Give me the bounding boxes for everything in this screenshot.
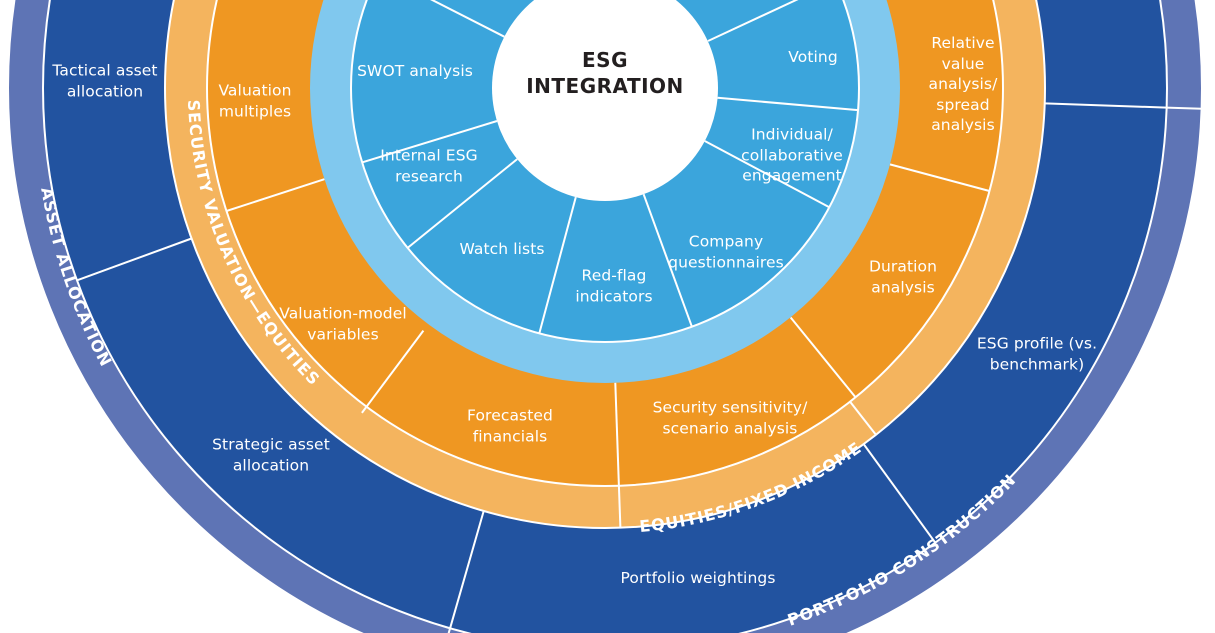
segment-security-sensitivity: Security sensitivity/ scenario analysis — [652, 398, 808, 438]
segment-relative-value-analysis: Relative value analysis/ spread analysis — [928, 33, 998, 134]
segment-portfolio-weightings: Portfolio weightings — [620, 568, 776, 587]
segment-forecasted-financials: Forecasted financials — [467, 406, 553, 446]
segment-internal-esg-research: Internal ESG research — [380, 146, 478, 186]
segment-red-flag-indicators: Red-flag indicators — [575, 266, 653, 306]
segment-valuation-multiples: Valuation multiples — [218, 81, 292, 121]
portfolio-band-dividers — [447, 106, 1202, 633]
segment-watch-lists: Watch lists — [459, 239, 545, 258]
center-title: ESG INTEGRATION — [526, 48, 684, 98]
research-dividers — [362, 0, 859, 334]
segment-swot-analysis: SWOT analysis — [357, 61, 473, 80]
segment-duration-analysis: Duration analysis — [868, 257, 938, 297]
valuation-dividers — [226, 163, 990, 486]
center-hub — [492, 0, 718, 201]
portfolio-dividers — [77, 102, 1167, 629]
segment-engagement: Individual/ collaborative engagement — [741, 125, 843, 185]
segment-tactical-asset-allocation: Tactical asset allocation — [52, 61, 158, 101]
segment-strategic-asset-allocation: Strategic asset allocation — [212, 435, 330, 475]
segment-valuation-model-variables: Valuation-model variables — [279, 304, 407, 344]
segment-esg-profile: ESG profile (vs. benchmark) — [976, 334, 1098, 374]
valuation-band-dividers — [617, 400, 877, 528]
segment-voting: Voting — [788, 47, 838, 66]
segment-company-questionnaires: Company questionnaires — [668, 232, 784, 272]
